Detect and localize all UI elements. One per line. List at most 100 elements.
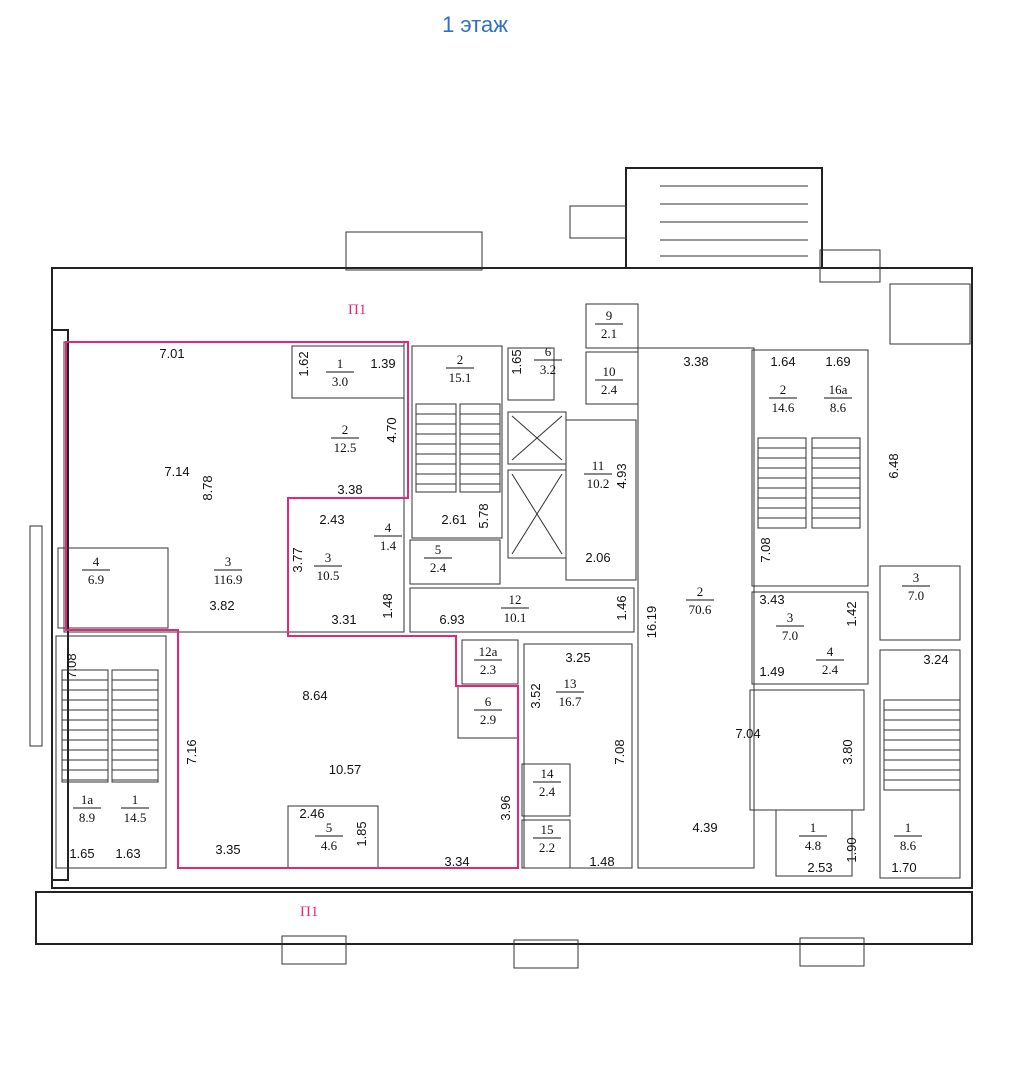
dimension-label: 7.04 [735, 726, 760, 741]
room-label: 215.1 [446, 352, 474, 385]
interior-walls [55, 283, 971, 879]
dimension-label: 1.65 [69, 846, 94, 861]
outer-walls [29, 167, 973, 969]
dimension-label: 7.01 [159, 346, 184, 361]
room-label: 310.5 [314, 550, 342, 583]
dimension-label: 10.57 [329, 762, 362, 777]
room-area: 2.9 [480, 712, 496, 727]
room-label: 18.6 [894, 820, 922, 853]
room-label: 142.4 [533, 766, 561, 799]
room-area: 4.8 [805, 838, 821, 853]
room-area: 10.2 [587, 476, 610, 491]
room-number: 12 [509, 592, 522, 607]
staircases [61, 403, 961, 791]
dimension-label: 7.08 [758, 537, 773, 562]
room-area: 8.6 [900, 838, 917, 853]
room-label: 62.9 [474, 694, 502, 727]
room-area: 1.4 [380, 538, 397, 553]
dimension-label: 5.78 [476, 503, 491, 528]
room-area: 4.6 [321, 838, 338, 853]
room-area: 10.5 [317, 568, 340, 583]
room-area: 6.9 [88, 572, 104, 587]
room-area: 16.7 [559, 694, 582, 709]
dimension-label: 7.08 [612, 739, 627, 764]
room-area: 2.4 [822, 662, 839, 677]
room-area: 8.6 [830, 400, 847, 415]
room-number: 16a [829, 382, 848, 397]
room-label: 46.9 [82, 554, 110, 587]
dimension-label: 3.34 [444, 854, 469, 869]
dimension-label: 16.19 [644, 606, 659, 639]
room-area: 2.4 [601, 382, 618, 397]
dimension-label: 7.08 [64, 653, 79, 678]
room-number: 5 [326, 820, 333, 835]
floor-title: 1 этаж [442, 12, 508, 37]
dimension-label: 3.38 [683, 354, 708, 369]
room-number: 3 [913, 570, 920, 585]
dimension-label: 1.39 [370, 356, 395, 371]
room-number: 11 [592, 458, 605, 473]
room-area: 3.2 [540, 362, 556, 377]
room-label: 114.5 [121, 792, 149, 825]
room-label: 52.4 [424, 542, 452, 575]
dimension-label: 4.93 [614, 463, 629, 488]
dimension-label: 1.63 [115, 846, 140, 861]
dimension-label: 3.80 [840, 739, 855, 764]
dimension-label: 3.24 [923, 652, 948, 667]
dimension-label: 1.90 [844, 837, 859, 862]
room-number: 2 [697, 584, 704, 599]
room-area: 14.6 [772, 400, 795, 415]
room-area: 15.1 [449, 370, 472, 385]
room-number: 2 [342, 422, 349, 437]
dimension-label: 3.77 [290, 547, 305, 572]
room-label: 13.0 [326, 356, 354, 389]
room-number: 1 [132, 792, 139, 807]
dimension-label: 3.82 [209, 598, 234, 613]
zone-label-bottom: П1 [300, 904, 318, 920]
room-number: 3 [325, 550, 332, 565]
room-label: 63.2 [534, 344, 562, 377]
dimension-label: 3.96 [498, 795, 513, 820]
room-label: 14.8 [799, 820, 827, 853]
dimension-label: 7.16 [184, 739, 199, 764]
room-area: 10.1 [504, 610, 527, 625]
room-label: 42.4 [816, 644, 844, 677]
room-number: 5 [435, 542, 442, 557]
room-number: 4 [93, 554, 100, 569]
room-area: 2.1 [601, 326, 617, 341]
dimension-label: 1.85 [354, 821, 369, 846]
dimension-label: 1.42 [844, 601, 859, 626]
room-area: 7.0 [782, 628, 798, 643]
dimension-label: 2.53 [807, 860, 832, 875]
room-number: 14 [541, 766, 555, 781]
room-area: 8.9 [79, 810, 95, 825]
dimension-label: 6.48 [886, 453, 901, 478]
dimension-label: 2.61 [441, 512, 466, 527]
room-label: 270.6 [686, 584, 714, 617]
dimension-label: 1.64 [770, 354, 795, 369]
room-number: 3 [787, 610, 794, 625]
dimension-label: 4.39 [692, 820, 717, 835]
room-number: 9 [606, 308, 613, 323]
dimension-label: 3.25 [565, 650, 590, 665]
room-number: 3 [225, 554, 232, 569]
room-area: 116.9 [214, 572, 243, 587]
dimension-label: 1.62 [296, 351, 311, 376]
room-number: 4 [827, 644, 834, 659]
room-label: 92.1 [595, 308, 623, 341]
room-area: 2.4 [430, 560, 447, 575]
room-label: 11 10.2 [584, 458, 612, 491]
room-label: 3 116.9 [214, 554, 243, 587]
room-area: 14.5 [124, 810, 147, 825]
dimension-label: 1.48 [589, 854, 614, 869]
room-number: 1a [81, 792, 94, 807]
dimension-label: 1.46 [614, 595, 629, 620]
room-label: 102.4 [595, 364, 623, 397]
room-number: 12a [479, 644, 498, 659]
room-number: 13 [564, 676, 577, 691]
dimension-label: 2.06 [585, 550, 610, 565]
